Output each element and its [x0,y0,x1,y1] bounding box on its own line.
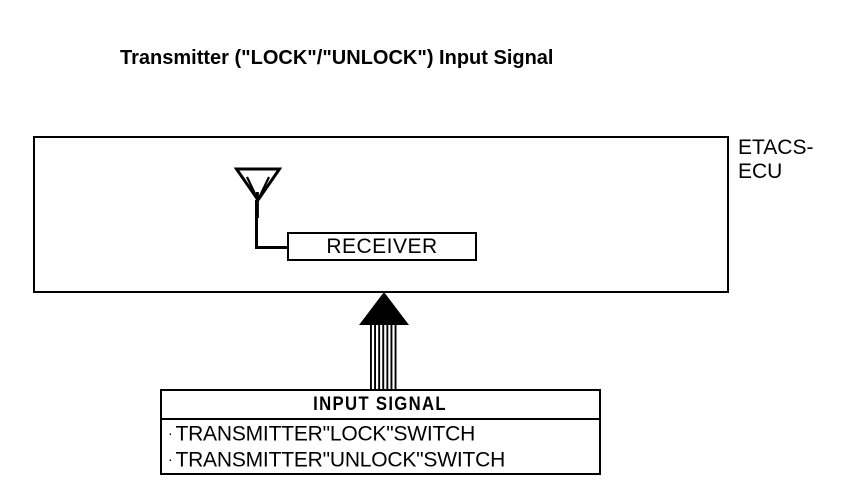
input-signal-header: INPUT SIGNAL [162,391,599,420]
antenna-icon [233,166,283,218]
receiver-label: RECEIVER [326,235,438,258]
antenna-lead-vertical [255,200,258,249]
page-title: Transmitter ("LOCK"/"UNLOCK") Input Sign… [120,47,554,69]
list-item-label: TRANSMITTER"LOCK"SWITCH [175,422,476,446]
input-signal-box: INPUT SIGNAL ·TRANSMITTER"LOCK"SWITCH ·T… [160,389,601,475]
etacs-ecu-box [33,136,729,293]
antenna-lead-horizontal [255,246,290,249]
list-item: ·TRANSMITTER"LOCK"SWITCH [168,421,599,447]
bullet-icon: · [168,450,173,467]
etacs-ecu-label-line2: ECU [738,160,783,183]
input-signal-header-text: INPUT SIGNAL [313,394,448,415]
list-item: ·TRANSMITTER"UNLOCK"SWITCH [168,447,599,473]
up-arrow-striped-icon [358,291,410,391]
etacs-ecu-label-line1: ETACS- [738,136,814,159]
list-item-label: TRANSMITTER"UNLOCK"SWITCH [175,448,506,472]
input-signal-list: ·TRANSMITTER"LOCK"SWITCH ·TRANSMITTER"UN… [162,420,599,472]
bullet-icon: · [168,425,173,441]
etacs-ecu-label: ETACS- ECU [738,136,813,184]
receiver-box: RECEIVER [287,232,477,261]
